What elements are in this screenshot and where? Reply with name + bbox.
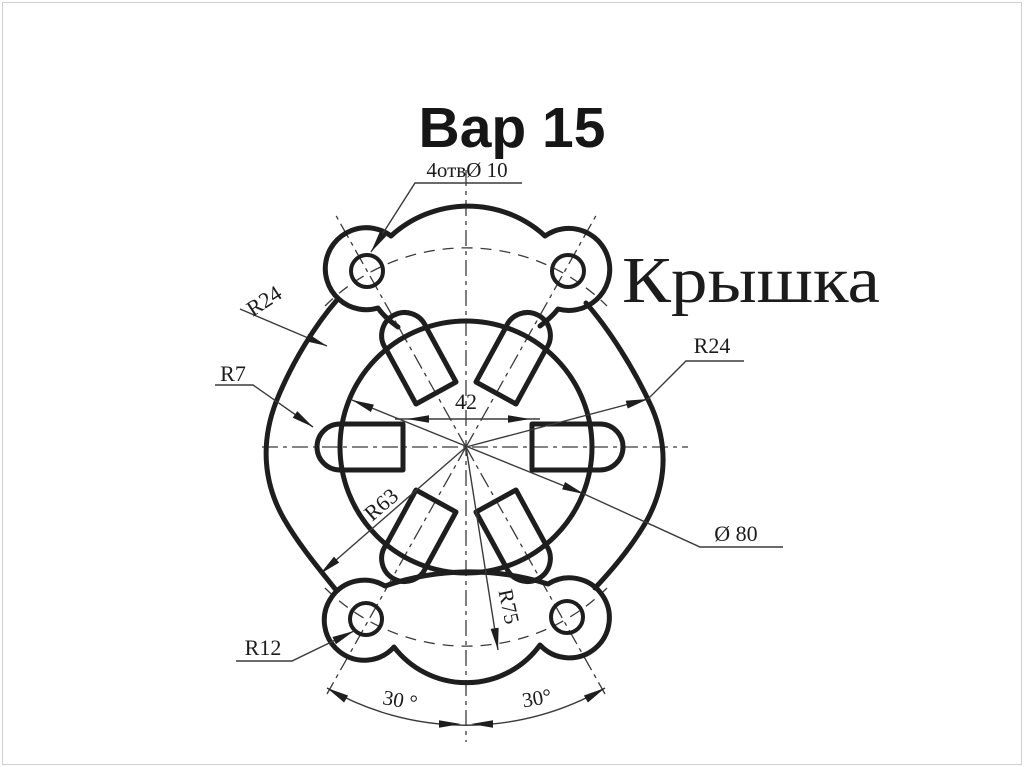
dia80-label: Ø 80 xyxy=(714,521,757,546)
arrow-30-center-right xyxy=(471,720,493,728)
dimension-texts: 4отвØ 10 R24 R7 42 R24 R63 R75 Ø 80 R12 … xyxy=(220,158,758,715)
part-outline xyxy=(263,203,666,686)
slot-lower-left xyxy=(379,487,459,584)
hole-bottom-left xyxy=(348,601,384,637)
hole-top-left xyxy=(349,253,385,289)
right-lobe xyxy=(583,300,666,591)
leader-r7 xyxy=(215,384,314,428)
bolt-arc-top xyxy=(324,247,608,307)
arrow-dia80-upper xyxy=(352,400,374,412)
bolt-arc-bottom xyxy=(324,587,608,647)
dim-line-r63 xyxy=(319,446,467,575)
arrow-r12 xyxy=(332,631,354,645)
dist42-label: 42 xyxy=(455,389,477,414)
slot-right xyxy=(529,421,626,473)
leader-holes-note xyxy=(370,182,522,253)
radial-lower-right xyxy=(465,446,606,695)
arrow-r63 xyxy=(320,556,340,574)
slots xyxy=(314,310,626,584)
arrow-r75 xyxy=(490,627,499,650)
r24-left-label: R24 xyxy=(242,280,286,321)
arrow-42-right xyxy=(508,415,530,423)
left-lobe xyxy=(263,297,340,593)
radial-upper-left xyxy=(333,211,467,448)
arrowheads xyxy=(292,231,648,728)
leader-r24-right xyxy=(465,360,744,448)
arrow-r7 xyxy=(292,411,313,427)
r7-label: R7 xyxy=(220,361,246,386)
bolt-circle xyxy=(324,247,608,647)
page-title: Вар 15 xyxy=(418,96,606,161)
arrow-30-right-outer xyxy=(583,688,605,703)
dim-line-r75 xyxy=(465,446,499,651)
part-name-label: Крышка xyxy=(622,244,880,317)
angle-left-label: 30 ° xyxy=(381,685,419,715)
arrow-30-left-outer xyxy=(327,688,349,703)
arrow-holes-note xyxy=(371,231,387,252)
arrow-r24-left xyxy=(305,333,327,346)
center-lines xyxy=(262,170,688,742)
angle-right-label: 30° xyxy=(520,684,553,713)
slot-left xyxy=(314,421,406,473)
arrow-r24-right xyxy=(625,399,648,409)
radial-lower-left xyxy=(326,446,467,695)
slot-lower-right xyxy=(473,487,553,584)
angle-dim-arc xyxy=(326,687,606,726)
arrow-dia80-lower xyxy=(562,482,584,494)
top-lobe xyxy=(322,203,613,330)
holes xyxy=(348,253,586,637)
leader-r12 xyxy=(236,630,355,662)
slot-upper-right xyxy=(473,310,553,407)
slot-upper-left xyxy=(379,310,459,407)
holes-note-label: 4отвØ 10 xyxy=(426,158,507,182)
hole-bottom-right xyxy=(549,599,585,635)
arrow-42-left xyxy=(407,415,429,423)
r24-right-label: R24 xyxy=(694,333,731,358)
r75-label: R75 xyxy=(493,587,524,626)
r12-label: R12 xyxy=(245,635,282,660)
hole-top-right xyxy=(550,253,586,289)
bottom-lobe xyxy=(321,569,612,686)
radial-upper-right xyxy=(465,211,599,448)
arrow-30-center-left xyxy=(439,720,461,728)
